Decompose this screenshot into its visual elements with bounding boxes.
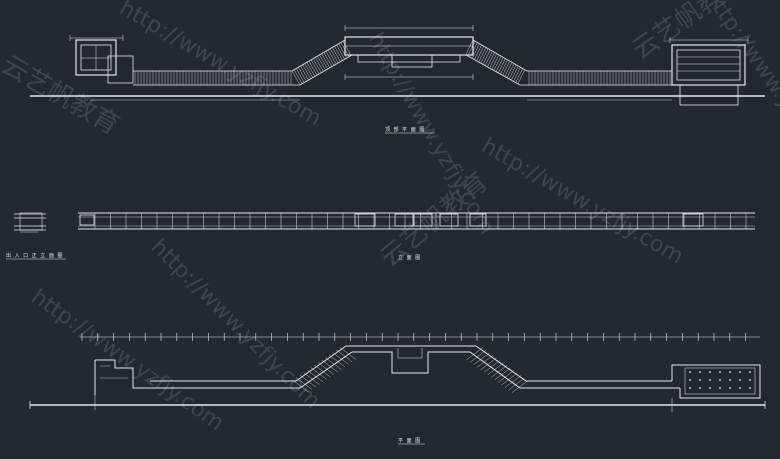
watermark-layer: http://www.yzfjy.com http://www.yzfjy.co… xyxy=(0,0,780,436)
right-exit-structure xyxy=(671,44,746,86)
watermark-url: http://www.yzfjy.com xyxy=(477,134,688,270)
ramp-hatch-right xyxy=(465,39,526,84)
plan-column-markers xyxy=(689,371,751,389)
plan-ramp-hatch-left xyxy=(292,347,357,393)
roof-plan-label: 顶 部 平 面 图 xyxy=(385,126,425,133)
plan-ramp-hatch-right xyxy=(466,347,529,393)
corridor-hatch-right xyxy=(528,71,671,85)
elevation-tick-marks xyxy=(94,213,747,229)
drawing-linework xyxy=(14,25,766,412)
left-entrance-structure xyxy=(75,39,117,76)
watermark-url: http://www.yzfjy.com xyxy=(27,284,229,436)
floor-plan-view xyxy=(29,333,766,412)
corridor-hatch-left xyxy=(134,71,292,85)
ramp-hatch-left xyxy=(291,41,352,86)
elevation-view xyxy=(14,212,755,233)
entrance-elevation-label: 出 入 口 正 立 面 图 xyxy=(6,252,64,259)
plan-dimension-ticks xyxy=(81,333,746,341)
watermark-url: http://www.yzfjy.com xyxy=(699,0,780,187)
elevation-label: 立 面 图 xyxy=(398,254,421,261)
roof-plan-view xyxy=(30,25,765,106)
floor-plan-label: 平 面 图 xyxy=(398,438,421,444)
watermark-url: http://www.yzfjy.com xyxy=(115,0,326,132)
